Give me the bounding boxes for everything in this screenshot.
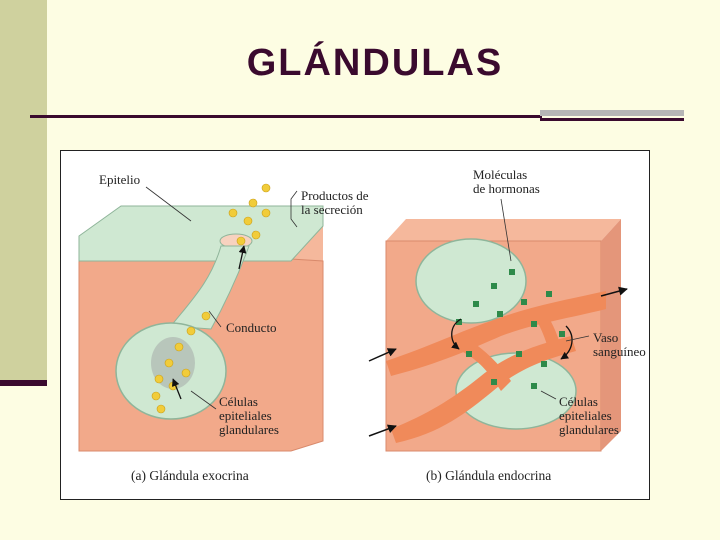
sidebar-accent	[0, 380, 47, 386]
caption-exocrine: (a) Glándula exocrina	[131, 469, 249, 483]
slide-title: GLÁNDULAS	[0, 42, 720, 85]
title-underline	[30, 115, 542, 118]
label-epithelium: Epitelio	[99, 173, 140, 187]
title-rule-thin	[540, 118, 684, 121]
gland-figure: Epitelio Productos de la secreción Condu…	[60, 150, 650, 500]
label-secretion-products: Productos de la secreción	[301, 189, 369, 217]
label-hormone-molecules: Moléculas de hormonas	[473, 168, 540, 196]
label-blood-vessel: Vaso sanguíneo	[593, 331, 646, 359]
exocrine-gland-drawing	[79, 184, 323, 451]
label-exocrine-cells: Células epiteliales glandulares	[219, 395, 279, 437]
caption-endocrine: (b) Glándula endocrina	[426, 469, 551, 483]
label-endocrine-cells: Células epiteliales glandulares	[559, 395, 619, 437]
label-duct: Conducto	[226, 321, 277, 335]
title-rule-gray	[540, 110, 684, 116]
